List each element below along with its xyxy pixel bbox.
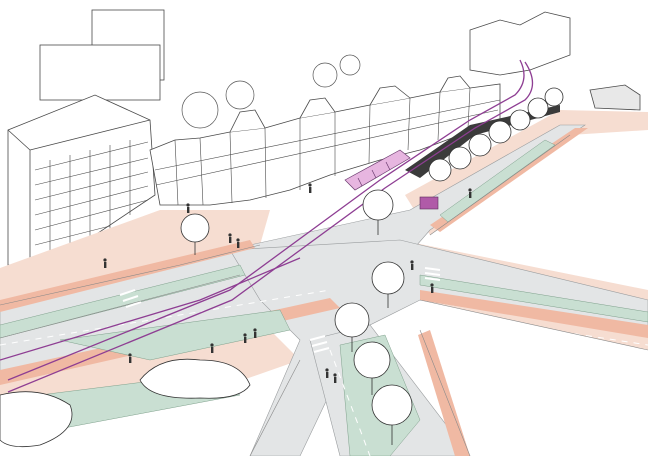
townhouse-facades (154, 87, 501, 206)
crosswalk-left (119, 289, 142, 308)
green-strip-center (0, 264, 246, 339)
person-icon (228, 233, 232, 243)
person-icon (430, 283, 434, 293)
tree-foreground-2 (0, 391, 73, 448)
trees (0, 87, 564, 448)
bike-lane-bottom (418, 330, 470, 456)
buildings (7, 9, 641, 271)
bike-lane-left (0, 240, 255, 312)
tree-icon (362, 189, 394, 235)
person-icon (186, 203, 190, 213)
tram-shelter (419, 196, 439, 210)
tree-icon (371, 384, 413, 445)
tram-track-2 (7, 61, 534, 393)
curb-lines (0, 134, 648, 456)
green-strip-right (419, 274, 648, 323)
person-icon (468, 188, 472, 198)
person-icon (128, 353, 132, 363)
people (103, 183, 472, 383)
crosswalk-bottom (309, 335, 330, 353)
lane-markings (0, 289, 648, 456)
tree-icon (371, 261, 405, 308)
far-buildings (469, 11, 571, 76)
bike-lane-right (420, 290, 648, 338)
tree-row (428, 87, 564, 182)
tree-icon (334, 302, 370, 352)
tree-icon (180, 213, 210, 255)
building-block-back (39, 44, 161, 101)
tram-shelter-icon (419, 196, 439, 210)
person-icon (236, 238, 240, 248)
crosswalks (119, 221, 441, 353)
person-icon (243, 333, 247, 343)
crosswalk-upper (269, 221, 292, 239)
person-icon (210, 343, 214, 353)
person-icon (253, 328, 257, 338)
tram-tracks (0, 59, 534, 393)
building-windows (34, 140, 149, 258)
tree-foreground (139, 358, 251, 399)
person-icon (103, 258, 107, 268)
person-icon (410, 260, 414, 270)
green-strip-upper (439, 139, 556, 223)
person-icon (325, 368, 329, 378)
tram-track-1 (7, 59, 525, 381)
crosswalk-right (424, 267, 441, 281)
tram-icon (344, 149, 411, 191)
tree-icon (353, 341, 391, 395)
background-trees (181, 54, 361, 129)
tram-track-3 (0, 257, 301, 361)
person-icon (333, 373, 337, 383)
tram (344, 149, 411, 191)
person-icon (308, 183, 312, 193)
